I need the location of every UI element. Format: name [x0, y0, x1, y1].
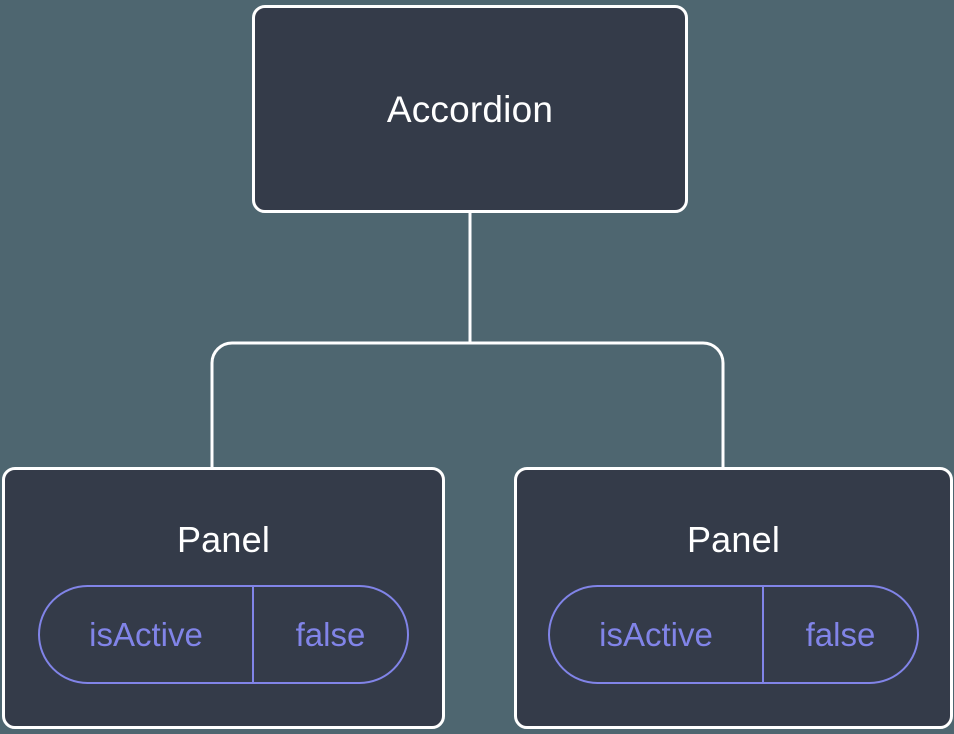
prop-name-cell: isActive [40, 587, 254, 682]
node-accordion-label: Accordion [386, 88, 554, 130]
prop-name-cell: isActive [550, 587, 764, 682]
prop-pill-is-active-left[interactable]: isActive false [38, 585, 409, 684]
edge-to-panel-right [470, 341, 725, 467]
node-panel-left[interactable]: Panel isActive false [2, 467, 445, 729]
node-panel-right[interactable]: Panel isActive false [514, 467, 953, 729]
edge-to-panel-left [210, 341, 470, 467]
prop-value-cell: false [805, 616, 876, 653]
node-panel-left-label: Panel [176, 519, 271, 560]
node-accordion[interactable]: Accordion [252, 5, 688, 213]
prop-value-cell: false [295, 616, 366, 653]
node-panel-right-label: Panel [686, 519, 781, 560]
prop-pill-is-active-right[interactable]: isActive false [548, 585, 919, 684]
